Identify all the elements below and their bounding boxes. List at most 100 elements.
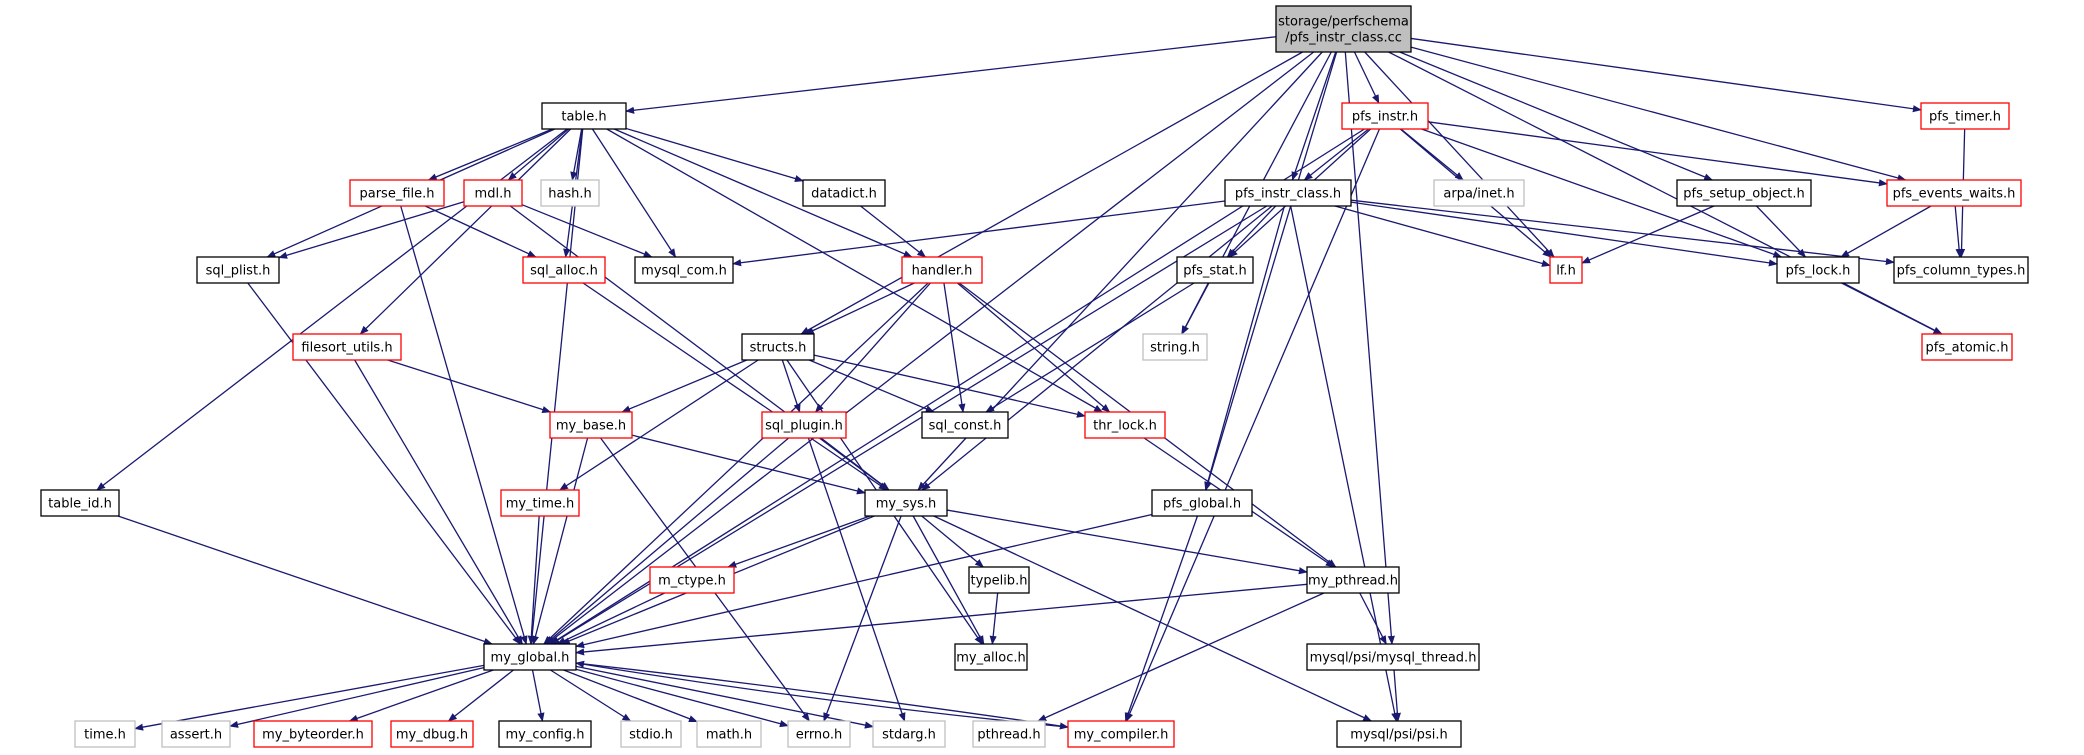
node-box [921,411,1009,439]
node-label: m_ctype.h [658,574,726,589]
edge-sql_plugin_h-to-stdarg_h [807,437,906,722]
edge-handler_h-to-sql_plugin_h [814,282,931,413]
node-label: /pfs_instr_class.cc [1285,31,1402,46]
edge-mdl_h-to-sql_plist_h [278,201,465,259]
node-box [292,333,402,361]
node-filesort-utils-h[interactable]: filesort_utils.h [292,333,402,361]
node-label: pfs_global.h [1163,497,1241,512]
node-my-alloc-h[interactable]: my_alloc.h [954,643,1028,671]
node-label: filesort_utils.h [301,341,392,356]
node-table-h[interactable]: table.h [541,102,627,130]
node-pfs-column-types-h[interactable]: pfs_column_types.h [1893,256,2029,284]
node-sql-plist-h[interactable]: sql_plist.h [196,256,280,284]
file-nodes: storage/perfschema/pfs_instr_class.cctab… [40,5,2029,748]
node-stdarg-h: stdarg.h [872,720,946,748]
node-label: lf.h [1556,264,1576,279]
edge-root-to-pfs_instr_class_h [1291,51,1337,181]
node-label: mysql_com.h [641,264,727,279]
node-box [1067,720,1175,748]
node-label: mysql/psi/mysql_thread.h [1310,651,1477,666]
node-box [1893,256,2029,284]
node-label: errno.h [796,728,843,743]
node-box [549,411,633,439]
node-box [1433,179,1525,207]
node-datadict-h[interactable]: datadict.h [802,179,886,207]
edge-mdl_h-to-mysql_com_h [521,204,653,258]
edge-root-to-pfs_global_h [1204,51,1338,491]
node-m-ctype-h[interactable]: m_ctype.h [649,566,735,594]
node-label: my_time.h [506,497,575,512]
node-typelib-h[interactable]: typelib.h [968,566,1030,594]
edge-pfs_instr_class_h-to-pfs_lock_h [1350,201,1778,267]
node-my-time-h[interactable]: my_time.h [500,489,580,517]
node-label: time.h [84,728,126,743]
edge-pfs_stat_h-to-sql_const_h [985,282,1195,413]
edge-table_h-to-hash_h [570,128,583,181]
node-pfs-instr-class-h[interactable]: pfs_instr_class.h [1224,179,1352,207]
node-handler-h[interactable]: handler.h [901,256,983,284]
node-lf-h[interactable]: lf.h [1549,256,1583,284]
node-label: datadict.h [811,187,877,202]
edge-pfs_global_h-to-my_compiler_h [1124,515,1199,722]
node-my-dbug-h[interactable]: my_dbug.h [390,720,474,748]
node-my-compiler-h[interactable]: my_compiler.h [1067,720,1175,748]
node-pfs-stat-h[interactable]: pfs_stat.h [1176,256,1254,284]
node-label: storage/perfschema [1278,15,1409,30]
node-thr-lock-h[interactable]: thr_lock.h [1084,411,1166,439]
edge-root-to-my_global_h [546,51,1315,645]
node-label: pthread.h [977,728,1040,743]
node-my-global-h[interactable]: my_global.h [483,643,577,671]
node-mysql-com-h[interactable]: mysql_com.h [634,256,734,284]
edge-structs_h-to-sql_plugin_h [781,359,801,413]
edge-parse_file_h-to-sql_alloc_h [424,205,537,258]
node-label: thr_lock.h [1093,419,1157,434]
node-table-id-h[interactable]: table_id.h [40,489,120,517]
edge-my_global_h-to-time_h [134,664,485,731]
node-assert-h: assert.h [161,720,231,748]
node-sql-alloc-h[interactable]: sql_alloc.h [522,256,606,284]
node-pfs-global-h[interactable]: pfs_global.h [1151,489,1253,517]
node-pfs-lock-h[interactable]: pfs_lock.h [1776,256,1860,284]
node-box [634,256,734,284]
node-box [1306,566,1400,594]
node-label: pfs_column_types.h [1897,264,2026,279]
edge-filesort_utils_h-to-my_global_h [354,359,523,645]
node-structs-h[interactable]: structs.h [741,333,815,361]
node-root[interactable]: storage/perfschema/pfs_instr_class.cc [1275,5,1412,53]
node-my-sys-h[interactable]: my_sys.h [864,489,948,517]
node-pfs-events-waits-h[interactable]: pfs_events_waits.h [1886,179,2022,207]
node-pfs-instr-h[interactable]: pfs_instr.h [1341,102,1429,130]
node-parse-file-h[interactable]: parse_file.h [349,179,445,207]
node-my-byteorder-h[interactable]: my_byteorder.h [253,720,373,748]
edge-table_h-to-datadict_h [625,127,804,183]
node-box [1275,5,1412,53]
edge-handler_h-to-sql_const_h [943,282,966,413]
node-pfs-atomic-h[interactable]: pfs_atomic.h [1921,333,2013,361]
edge-pfs_setup_object_h-to-lf_h [1581,205,1715,264]
edge-table_id_h-to-my_global_h [117,515,493,645]
node-pthread-h: pthread.h [972,720,1046,748]
node-pfs-setup-object-h[interactable]: pfs_setup_object.h [1676,179,1812,207]
node-my-base-h[interactable]: my_base.h [549,411,633,439]
node-sql-const-h[interactable]: sql_const.h [921,411,1009,439]
node-box [1151,489,1253,517]
node-label: pfs_events_waits.h [1893,187,2016,202]
node-sql-plugin-h[interactable]: sql_plugin.h [761,411,847,439]
edge-my_sys_h-to-psi_h [933,515,1373,722]
node-my-config-h[interactable]: my_config.h [498,720,592,748]
edge-my_global_h-to-stdarg_h [575,665,874,729]
node-pfs-timer-h[interactable]: pfs_timer.h [1920,102,2010,130]
node-box [390,720,474,748]
node-box [1306,643,1480,671]
node-box [872,720,946,748]
node-mdl-h[interactable]: mdl.h [463,179,523,207]
node-psi-h[interactable]: mysql/psi/psi.h [1336,720,1462,748]
node-mysql-thread-h[interactable]: mysql/psi/mysql_thread.h [1306,643,1480,671]
node-label: stdio.h [629,728,673,743]
edge-sql_plugin_h-to-my_sys_h [820,437,890,491]
edge-pfs_instr_class_h-to-mysql_com_h [732,200,1226,267]
node-box [196,256,280,284]
node-my-pthread-h[interactable]: my_pthread.h [1306,566,1400,594]
edge-my_sys_h-to-m_ctype_h [727,515,871,568]
